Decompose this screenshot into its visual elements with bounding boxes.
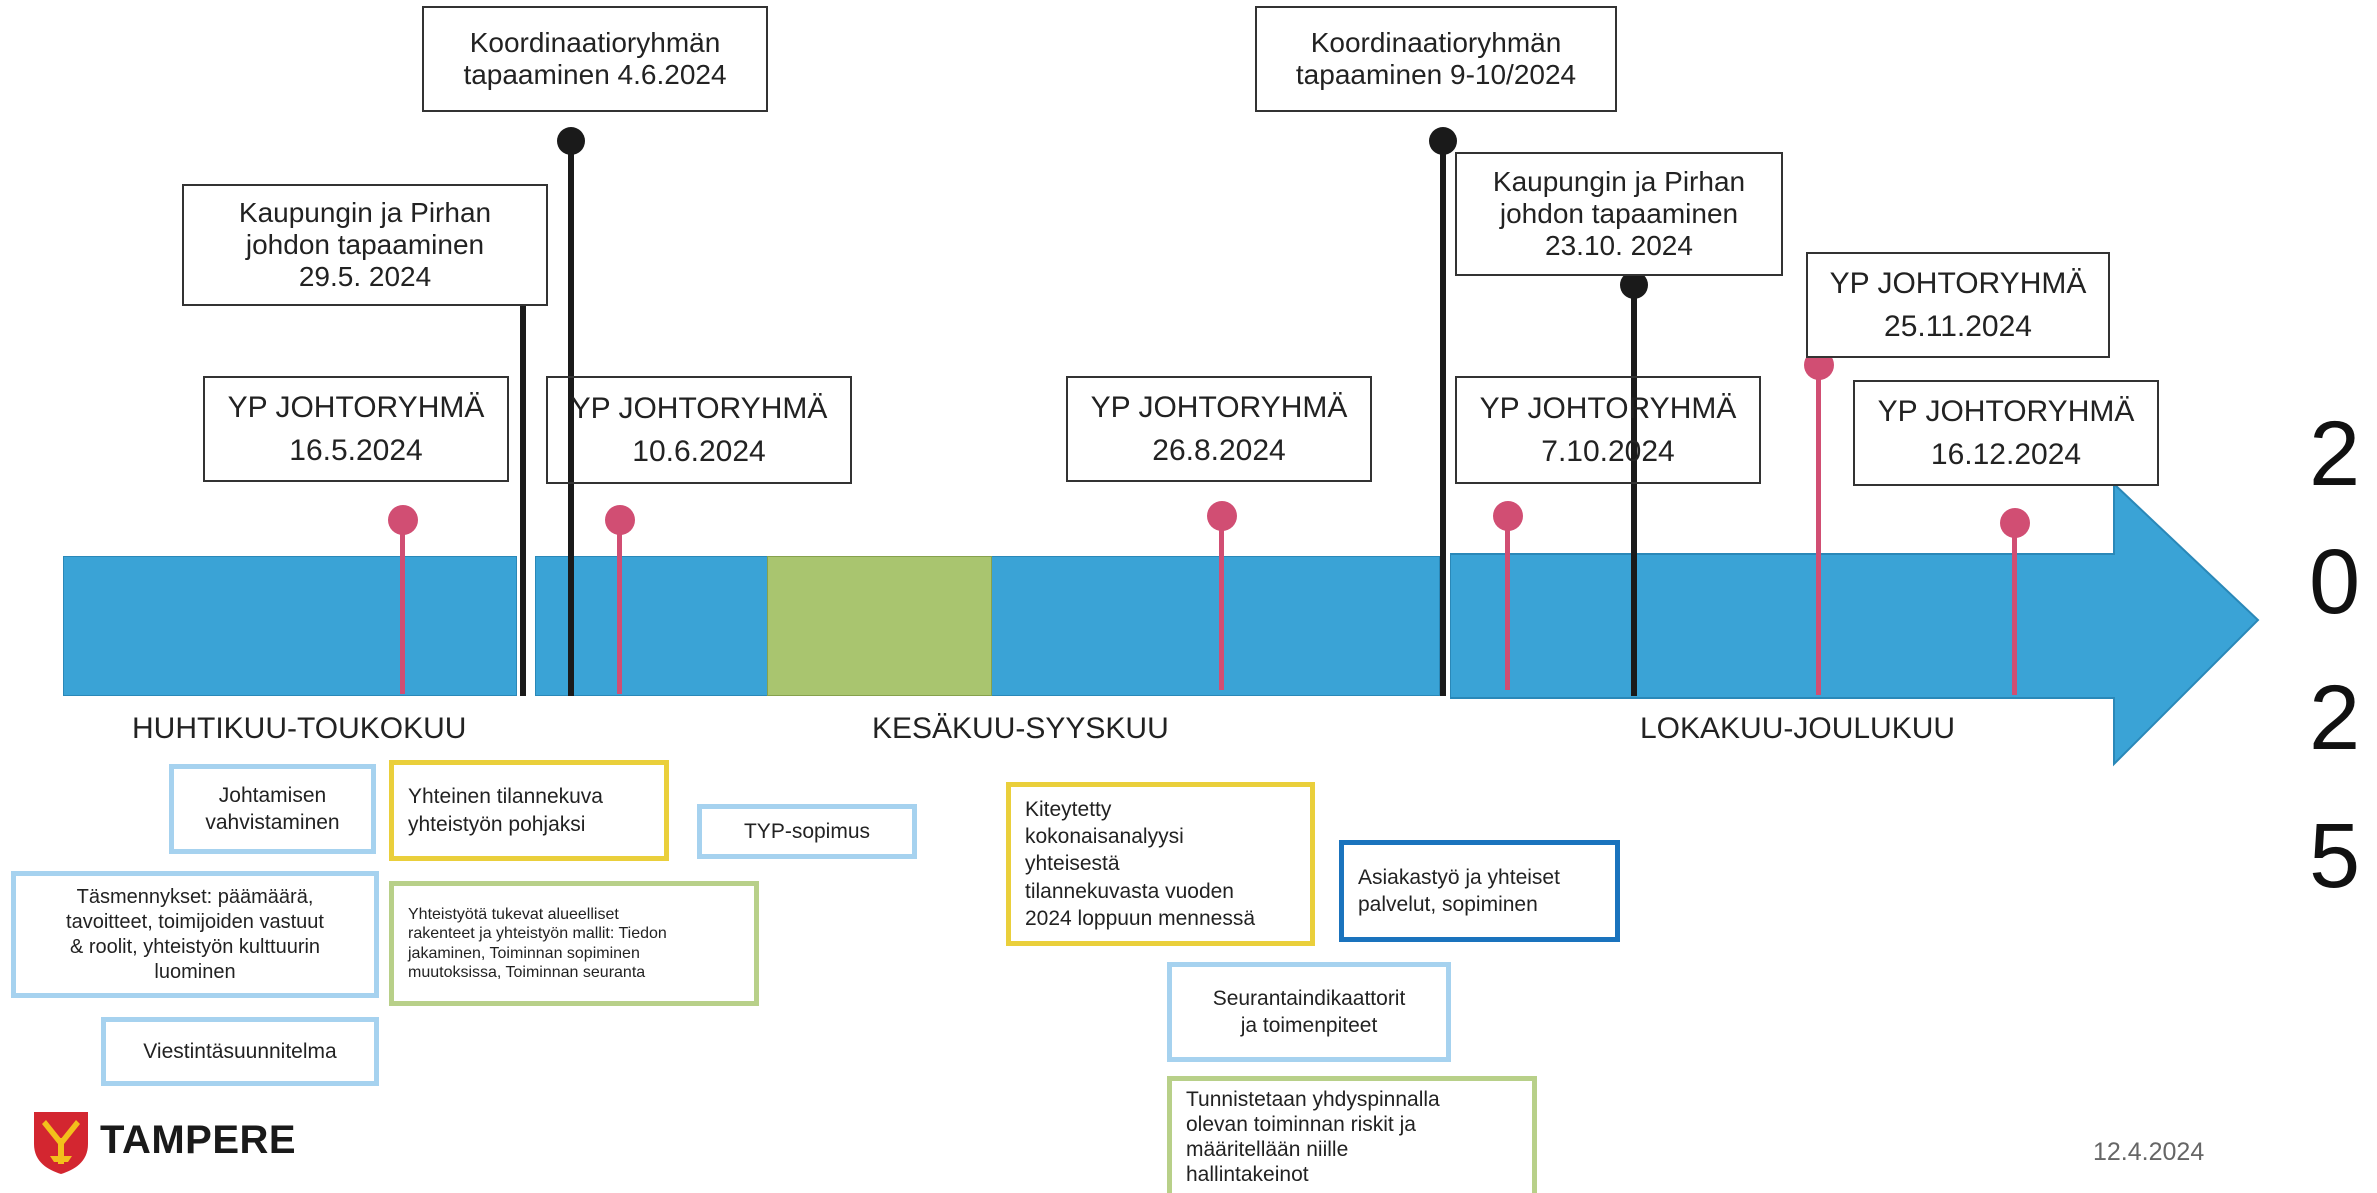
meeting-stem-4-6 bbox=[568, 142, 574, 696]
task-viestintasuunnitelma: Viestintäsuunnitelma bbox=[101, 1017, 379, 1086]
tampere-coat-of-arms-icon bbox=[34, 1112, 88, 1174]
yp-stem-16-5 bbox=[400, 519, 405, 694]
timeline-highlight-block bbox=[767, 556, 992, 696]
yp-dot-26-8 bbox=[1207, 501, 1237, 531]
meeting-dot-9-10 bbox=[1429, 127, 1457, 155]
timeline-arrow-autumn bbox=[1450, 481, 2260, 767]
meeting-stem-23-10 bbox=[1631, 288, 1637, 696]
yp-stem-26-8 bbox=[1219, 515, 1224, 690]
meeting-dot-4-6 bbox=[557, 127, 585, 155]
task-tasmennykset: Täsmennykset: päämäärä,tavoitteet, toimi… bbox=[11, 871, 379, 998]
yp-stem-25-11 bbox=[1816, 365, 1821, 695]
date-stamp: 12.4.2024 bbox=[2093, 1138, 2205, 1166]
year-digit-1: 2 bbox=[2309, 403, 2361, 505]
timeline-bar-spring bbox=[63, 556, 517, 696]
period-label-autumn: LOKAKUU-JOULUKUU bbox=[1640, 712, 1956, 745]
yp-stem-7-10 bbox=[1505, 515, 1510, 690]
yp-stem-10-6 bbox=[617, 519, 622, 694]
yp-stem-16-12 bbox=[2012, 522, 2017, 695]
yp-dot-7-10 bbox=[1493, 501, 1523, 531]
meeting-stem-29-5 bbox=[520, 288, 526, 696]
yp-dot-16-12 bbox=[2000, 508, 2030, 538]
yp-dot-16-5 bbox=[388, 505, 418, 535]
year-digit-2: 0 bbox=[2309, 531, 2361, 633]
year-digit-3: 2 bbox=[2309, 667, 2361, 769]
period-label-spring: HUHTIKUU-TOUKOKUU bbox=[132, 712, 467, 745]
task-typ-sopimus: TYP-sopimus bbox=[697, 804, 917, 859]
period-label-summer: KESÄKUU-SYYSKUU bbox=[872, 712, 1169, 745]
year-digit-4: 5 bbox=[2309, 805, 2361, 907]
meeting-stem-9-10 bbox=[1440, 142, 1446, 696]
yp-dot-10-6 bbox=[605, 505, 635, 535]
logo-text: TAMPERE bbox=[100, 1118, 297, 1162]
